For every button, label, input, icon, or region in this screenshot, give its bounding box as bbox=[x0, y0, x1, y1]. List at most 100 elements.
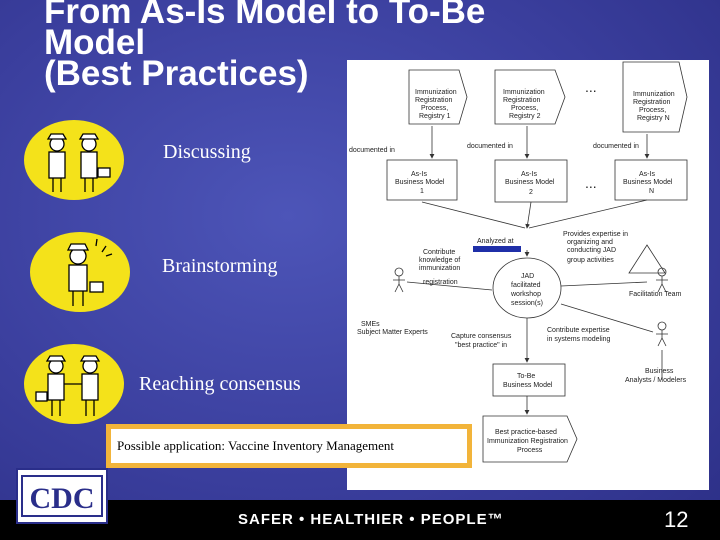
slide-title: From As-Is Model to To-Be Model (Best Pr… bbox=[44, 0, 684, 91]
p1-l4: Registry 1 bbox=[419, 113, 451, 120]
tagline: SAFER • HEALTHIER • PEOPLE™ bbox=[238, 511, 504, 528]
bp-l2: Immunization Registration bbox=[487, 438, 568, 445]
svg-text:Process: Process bbox=[517, 447, 543, 454]
svg-text:Business: Business bbox=[645, 368, 674, 375]
svg-text:...: ... bbox=[585, 175, 597, 191]
svg-text:As-Is: As-Is bbox=[639, 171, 655, 178]
page-number: 12 bbox=[664, 507, 689, 532]
svg-text:Process,: Process, bbox=[511, 105, 538, 112]
cdc-logo: CDC bbox=[16, 468, 108, 524]
jad-l3: workshop bbox=[510, 291, 541, 298]
svg-text:documented in: documented in bbox=[467, 143, 513, 150]
svg-text:in systems modeling: in systems modeling bbox=[547, 336, 611, 343]
consensus-clipart bbox=[24, 344, 124, 424]
svg-text:Subject Matter Experts: Subject Matter Experts bbox=[357, 329, 428, 336]
svg-text:Business Model: Business Model bbox=[623, 179, 673, 186]
doc-in-n: documented in bbox=[593, 143, 639, 150]
doc-in-1: documented in bbox=[349, 147, 395, 154]
pn-l4: Registry N bbox=[637, 115, 670, 122]
footer-bar bbox=[0, 500, 720, 540]
m2-l1: As-Is bbox=[521, 171, 537, 178]
application-callout: Possible application: Vaccine Inventory … bbox=[106, 424, 472, 468]
svg-text:Registration: Registration bbox=[633, 99, 670, 106]
cc-l1: Capture consensus bbox=[451, 333, 512, 340]
title-line-2: Model bbox=[44, 23, 146, 62]
analyzed-at: Analyzed at bbox=[477, 238, 514, 245]
ce-l1: Contribute expertise bbox=[547, 327, 610, 334]
svg-text:Business Model: Business Model bbox=[505, 179, 555, 186]
mn-l2: Business Model bbox=[623, 179, 673, 186]
jad-l1: JAD bbox=[521, 273, 534, 280]
svg-text:Immunization Registration: Immunization Registration bbox=[487, 438, 568, 445]
bp-l1: Best practice-based bbox=[495, 429, 557, 436]
cdc-logo-text: CDC bbox=[30, 482, 95, 515]
title-line-1: From As-Is Model to To-Be bbox=[44, 0, 486, 31]
svg-text:Immunization: Immunization bbox=[415, 89, 457, 96]
p2-l2: Registration bbox=[503, 97, 540, 104]
svg-text:conducting JAD: conducting JAD bbox=[567, 247, 616, 254]
ce-l2: in systems modeling bbox=[547, 336, 611, 343]
doc-in-2: documented in bbox=[467, 143, 513, 150]
ba-l1: Business bbox=[645, 368, 674, 375]
svg-text:Business Model: Business Model bbox=[395, 179, 445, 186]
p1-l1: Immunization bbox=[415, 89, 457, 96]
pn-l1: Immunization bbox=[633, 91, 675, 98]
svg-text:documented in: documented in bbox=[349, 147, 395, 154]
svg-text:"best practice" in: "best practice" in bbox=[455, 342, 507, 349]
p2-l4: Registry 2 bbox=[509, 113, 541, 120]
svg-text:Process,: Process, bbox=[421, 105, 448, 112]
jad-l2: facilitated bbox=[511, 282, 541, 289]
svg-text:Immunization: Immunization bbox=[503, 89, 545, 96]
m1-l3: 1 bbox=[420, 188, 424, 195]
discussing-clipart bbox=[24, 120, 124, 200]
p2-l1: Immunization bbox=[503, 89, 545, 96]
pe-l4: group activities bbox=[567, 257, 614, 264]
pe-l1: Provides expertise in bbox=[563, 231, 628, 238]
svg-text:Analyzed at: Analyzed at bbox=[477, 238, 514, 245]
smes-l1: SMEs bbox=[361, 321, 380, 328]
ck-l4: registration bbox=[423, 279, 458, 286]
p1-l2: Registration bbox=[415, 97, 452, 104]
tb-l1: To-Be bbox=[517, 373, 535, 380]
svg-text:Best practice-based: Best practice-based bbox=[495, 429, 557, 436]
ck-l1: Contribute bbox=[423, 249, 455, 256]
m1-l2: Business Model bbox=[395, 179, 445, 186]
pe-l3: conducting JAD bbox=[567, 247, 616, 254]
svg-text:session(s): session(s) bbox=[511, 300, 543, 307]
svg-text:Facilitation Team: Facilitation Team bbox=[629, 291, 682, 298]
svg-text:As-Is: As-Is bbox=[521, 171, 537, 178]
bp-l3: Process bbox=[517, 447, 543, 454]
svg-text:registration: registration bbox=[423, 279, 458, 286]
ck-l2: knowledge of bbox=[419, 257, 460, 264]
step-reaching-consensus: Reaching consensus bbox=[139, 373, 301, 395]
step-brainstorming: Brainstorming bbox=[162, 255, 278, 277]
svg-text:To-Be: To-Be bbox=[517, 373, 535, 380]
mn-l3: N bbox=[649, 188, 654, 195]
pn-l3: Process, bbox=[639, 107, 666, 114]
analyzed-highlight-bar bbox=[473, 246, 521, 252]
svg-text:...: ... bbox=[585, 79, 597, 95]
svg-text:Immunization: Immunization bbox=[633, 91, 675, 98]
m2-l3: 2 bbox=[529, 189, 533, 196]
svg-text:Provides expertise in: Provides expertise in bbox=[563, 231, 628, 238]
svg-text:documented in: documented in bbox=[593, 143, 639, 150]
pe-l2: organizing and bbox=[567, 239, 613, 246]
svg-text:Analysts / Modelers: Analysts / Modelers bbox=[625, 377, 687, 384]
svg-text:Registry N: Registry N bbox=[637, 115, 670, 122]
m2-l2: Business Model bbox=[505, 179, 555, 186]
tb-l2: Business Model bbox=[503, 382, 553, 389]
ck-l3: immunization bbox=[419, 265, 460, 272]
step-discussing: Discussing bbox=[163, 141, 251, 163]
callout-text: Possible application: Vaccine Inventory … bbox=[117, 438, 395, 453]
svg-text:facilitated: facilitated bbox=[511, 282, 541, 289]
p1-l3: Process, bbox=[421, 105, 448, 112]
svg-text:Capture consensus: Capture consensus bbox=[451, 333, 512, 340]
cc-l2: "best practice" in bbox=[455, 342, 507, 349]
ellipsis-top: ... bbox=[585, 79, 597, 95]
svg-text:organizing and: organizing and bbox=[567, 239, 613, 246]
svg-text:2: 2 bbox=[529, 189, 533, 196]
svg-text:Registration: Registration bbox=[415, 97, 452, 104]
svg-text:workshop: workshop bbox=[510, 291, 541, 298]
p2-l3: Process, bbox=[511, 105, 538, 112]
